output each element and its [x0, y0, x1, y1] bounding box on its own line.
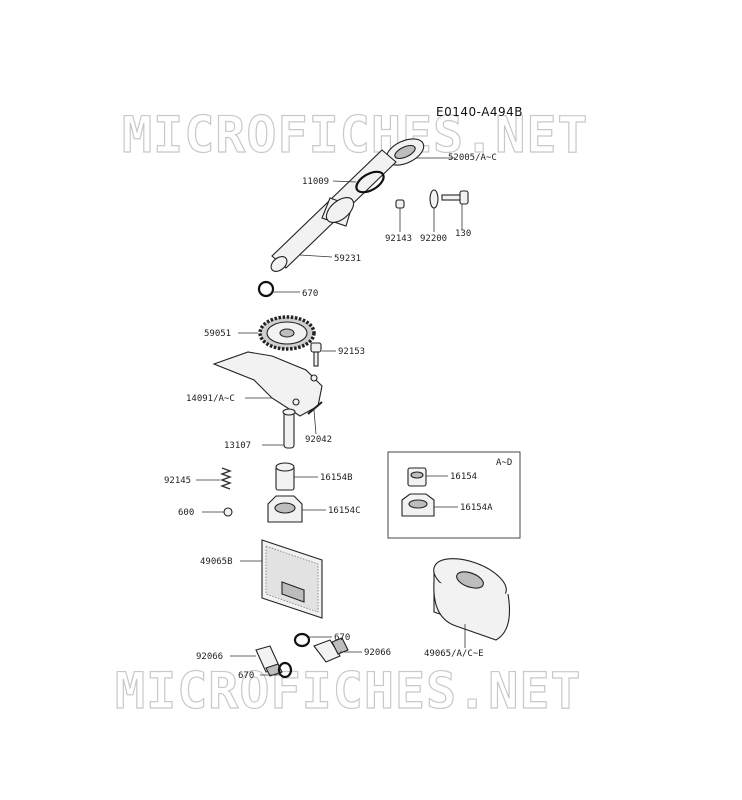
- gear-59051-part[interactable]: [238, 315, 316, 351]
- label-16154A: 16154A: [460, 503, 493, 513]
- inner-rotor-16154-part[interactable]: [407, 467, 448, 487]
- label-11009: 11009: [302, 177, 329, 187]
- bolt-130-part[interactable]: [441, 190, 469, 230]
- label-13107: 13107: [224, 441, 251, 451]
- watermark-bottom: MICROFICHES.NET: [115, 662, 582, 720]
- label-59051: 59051: [204, 329, 231, 339]
- label-92200: 92200: [420, 234, 447, 244]
- filler-tube-part[interactable]: [268, 149, 397, 274]
- label-92153: 92153: [338, 347, 365, 357]
- oil-filter-49065-part[interactable]: [428, 550, 512, 648]
- label-49065B: 49065B: [200, 557, 233, 567]
- label-52005: 52005/A~C: [448, 153, 497, 163]
- label-670-mid: 670: [334, 633, 350, 643]
- label-92042: 92042: [305, 435, 332, 445]
- o-ring-670-mid-part[interactable]: [293, 632, 332, 648]
- clamp-92200-part[interactable]: [429, 189, 439, 232]
- label-16154C: 16154C: [328, 506, 361, 516]
- label-92143: 92143: [385, 234, 412, 244]
- o-ring-670-low-part[interactable]: [260, 661, 293, 679]
- label-14091: 14091/A~C: [186, 394, 235, 404]
- inner-rotor-16154B-part[interactable]: [275, 462, 318, 491]
- plate-14091-part[interactable]: [212, 351, 323, 417]
- strainer-49065B-part[interactable]: [240, 539, 323, 619]
- o-ring-670-top-part[interactable]: [257, 280, 300, 298]
- label-49065: 49065/A/C~E: [424, 649, 484, 659]
- label-59231: 59231: [334, 254, 361, 264]
- inset-box-a-d: A~D: [387, 451, 521, 539]
- label-670-low: 670: [238, 671, 254, 681]
- label-92066-left: 92066: [196, 652, 223, 662]
- label-16154B: 16154B: [320, 473, 353, 483]
- o-ring-11009-part[interactable]: [332, 168, 387, 197]
- label-600: 600: [178, 508, 194, 518]
- outer-rotor-16154A-part[interactable]: [401, 493, 458, 517]
- drain-plug-92066-left-part[interactable]: [230, 645, 283, 677]
- shaft-13107-part[interactable]: [262, 408, 296, 449]
- label-92066-right: 92066: [364, 648, 391, 658]
- label-670-top: 670: [302, 289, 318, 299]
- drain-plug-92066-right-part[interactable]: [313, 637, 362, 663]
- bolt-92153-part[interactable]: [310, 342, 336, 367]
- watermark-top: MICROFICHES.NET: [122, 106, 589, 164]
- label-92145: 92145: [164, 476, 191, 486]
- grommet-92143-part[interactable]: [395, 199, 405, 232]
- inset-label: A~D: [496, 458, 512, 468]
- diagram-code: E0140-A494B: [436, 105, 523, 119]
- oil-filler-cap-part[interactable]: [382, 134, 455, 171]
- label-130: 130: [455, 229, 471, 239]
- outer-rotor-16154C-part[interactable]: [267, 495, 326, 523]
- pin-92042-part[interactable]: [307, 401, 323, 435]
- label-16154: 16154: [450, 472, 477, 482]
- spring-92145-part[interactable]: [196, 467, 232, 490]
- ball-600-part[interactable]: [202, 507, 233, 517]
